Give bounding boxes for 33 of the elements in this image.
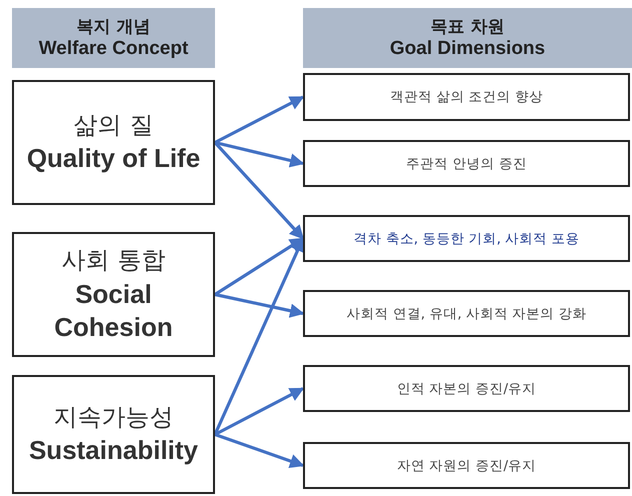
goal-box (303, 140, 630, 187)
node-label: 사회적 연결, 유대, 사회적 자본의 강화 (346, 304, 587, 322)
header-text: 복지 개념 (76, 16, 150, 38)
concept-box (12, 80, 215, 205)
node-label: 자연 자원의 증진/유지 (396, 456, 536, 474)
goal-box (303, 442, 630, 489)
concept-box (12, 232, 215, 357)
node-subtitle: Quality of Life (26, 142, 200, 176)
node-label: 사회 통합 (62, 244, 166, 276)
goal-box (303, 215, 630, 262)
goal-box (303, 290, 630, 337)
arrow (214, 387, 304, 436)
arrow (214, 140, 304, 168)
column-header (12, 8, 215, 68)
node-label: 삶의 질 (74, 110, 154, 141)
header-text: Welfare Concept (38, 38, 188, 61)
node-label: 주관적 안녕의 증진 (406, 154, 527, 172)
arrow (214, 96, 304, 144)
goal-box (303, 73, 630, 121)
arrow (214, 433, 304, 468)
arrow (214, 141, 304, 240)
node-label: 격차 축소, 동등한 기회, 사회적 포용 (353, 230, 580, 248)
node-subtitle: Social Cohesion (53, 278, 174, 344)
column-header (303, 8, 632, 68)
node-label: 지속가능성 (54, 402, 174, 433)
node-label: 인적 자본의 증진/유지 (396, 380, 536, 398)
node-label: 객관적 삶의 조건의 향상 (390, 88, 543, 106)
node-subtitle: Sustainability (28, 434, 198, 468)
concept-box (12, 375, 215, 494)
arrow (214, 292, 304, 318)
goal-box (303, 365, 630, 412)
header-text: Goal Dimensions (390, 38, 546, 61)
header-text: 목표 차원 (430, 16, 504, 38)
